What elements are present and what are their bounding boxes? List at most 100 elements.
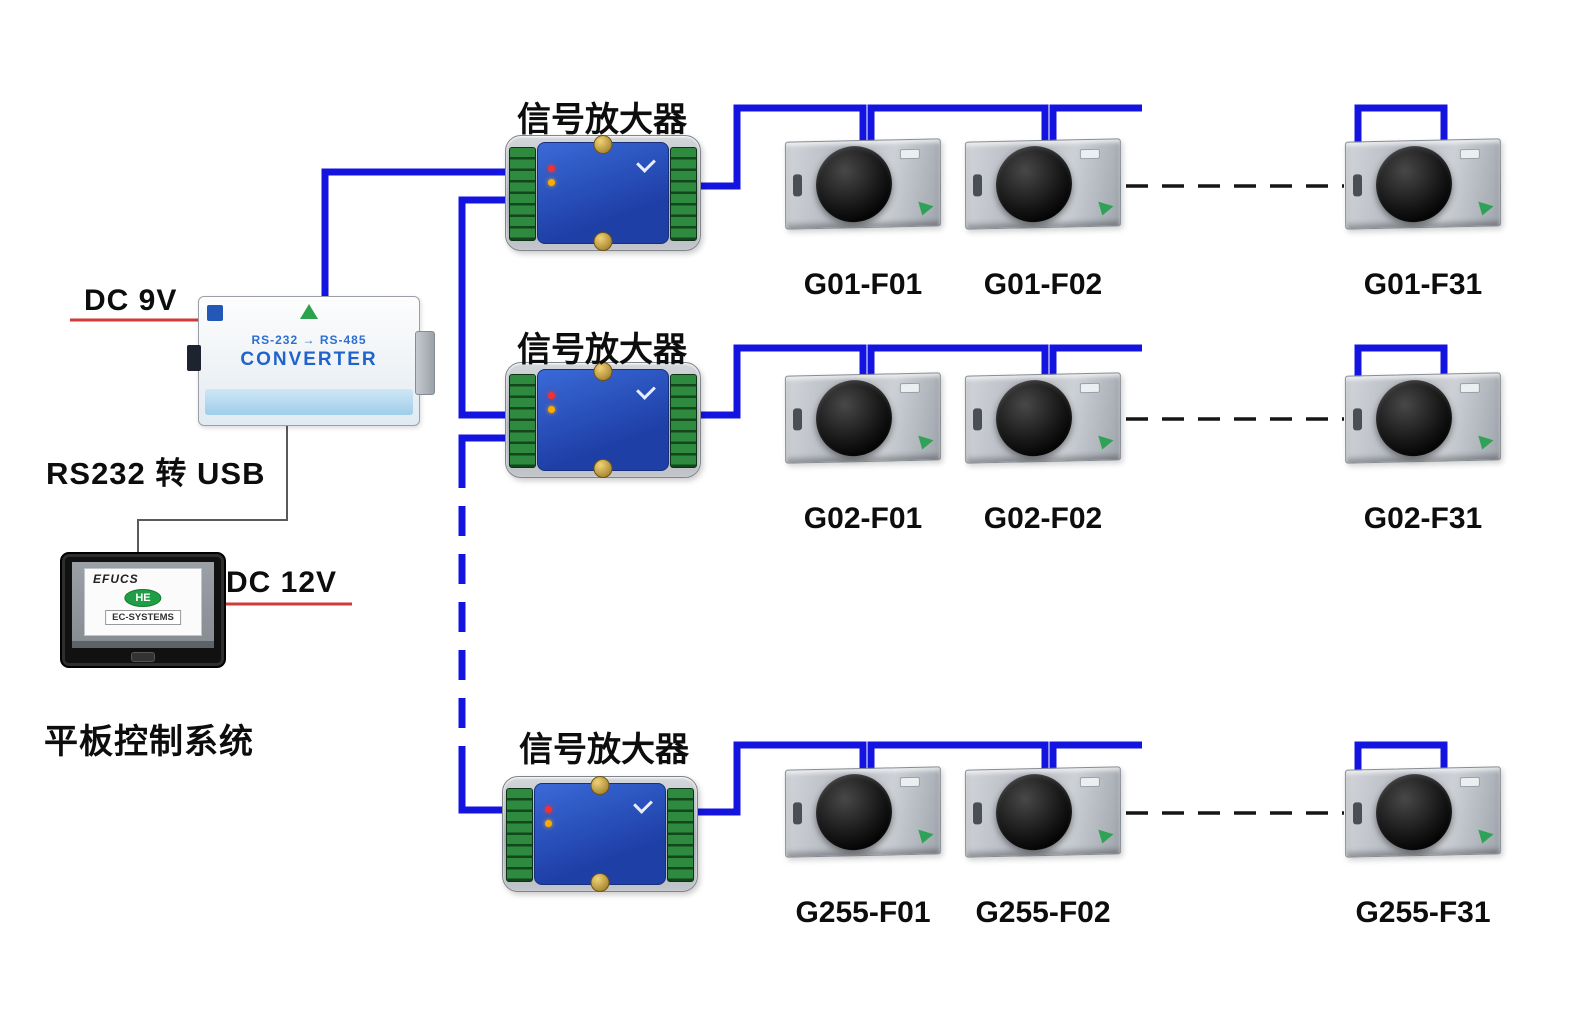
green-arrow-icon xyxy=(1094,435,1114,452)
port-chip-icon xyxy=(207,305,223,321)
device-label: G02-F02 xyxy=(983,502,1103,535)
logo-check-icon xyxy=(636,153,656,173)
device-label: G02-F01 xyxy=(803,502,923,535)
rs232-usb-label: RS232 转 USB xyxy=(46,456,266,491)
green-arrow-icon xyxy=(914,829,934,846)
terminal-block-right xyxy=(670,374,697,468)
wire-amp2-stub xyxy=(458,434,509,458)
side-slot-icon xyxy=(1352,802,1363,825)
tablet-home-button xyxy=(131,652,155,662)
tablet-screen: EFUCS HE EC-SYSTEMS xyxy=(72,562,214,648)
speaker-horn-icon xyxy=(815,773,893,851)
tablet-brand-text: EFUCS xyxy=(93,572,139,586)
top-slot-icon xyxy=(899,382,920,394)
green-arrow-icon xyxy=(1474,829,1494,846)
tablet-taskbar xyxy=(72,641,214,648)
top-slot-icon xyxy=(1459,148,1480,160)
device-label: G01-F01 xyxy=(803,268,923,301)
side-slot-icon xyxy=(792,174,803,197)
green-arrow-icon xyxy=(1094,829,1114,846)
top-slot-icon xyxy=(1079,148,1100,160)
green-arrow-icon xyxy=(914,435,934,452)
wire-converter-to-amp1 xyxy=(321,168,510,299)
rs232-usb-cable xyxy=(137,424,288,554)
dc9v-label: DC 9V xyxy=(84,284,178,317)
wire-row3-amp-to-dev1 xyxy=(697,741,867,816)
device-label: G02-F31 xyxy=(1363,502,1483,535)
sensor-device: G02-F31 xyxy=(1344,372,1502,536)
led-red-icon xyxy=(548,165,555,172)
device-plate xyxy=(1344,372,1502,464)
top-slot-icon xyxy=(899,776,920,788)
green-arrow-icon xyxy=(1474,435,1494,452)
control-tablet: EFUCS HE EC-SYSTEMS xyxy=(60,552,226,668)
wire-row3-dev31 xyxy=(1354,741,1448,782)
top-slot-icon xyxy=(1079,382,1100,394)
wire-row2-dev31 xyxy=(1354,344,1448,388)
speaker-horn-icon xyxy=(1375,379,1453,457)
green-arrow-icon xyxy=(1474,201,1494,218)
amplifier-body xyxy=(537,142,669,244)
speaker-horn-icon xyxy=(995,379,1073,457)
db9-connector-icon xyxy=(415,331,435,395)
terminal-block-left xyxy=(509,147,536,241)
amplifier-label: 信号放大器 xyxy=(517,101,687,139)
side-slot-icon xyxy=(792,802,803,825)
sensor-device: G02-F02 xyxy=(964,372,1122,536)
amplifier-body xyxy=(537,369,669,471)
speaker-horn-icon xyxy=(1375,145,1453,223)
sensor-device: G01-F02 xyxy=(964,138,1122,302)
sensor-device: G02-F01 xyxy=(784,372,942,536)
converter-model-text: RS-232 → RS-485 xyxy=(251,333,367,347)
device-label: G255-F02 xyxy=(975,896,1111,929)
speaker-horn-icon xyxy=(815,145,893,223)
tablet-company-text: EC-SYSTEMS xyxy=(105,610,181,625)
side-slot-icon xyxy=(972,802,983,825)
amplifier-body xyxy=(534,783,666,885)
logo-check-icon xyxy=(633,794,653,814)
he-logo: HE xyxy=(124,589,162,607)
top-slot-icon xyxy=(1459,382,1480,394)
tablet-system-label: 平板控制系统 xyxy=(44,723,254,761)
screw-icon xyxy=(593,459,613,478)
speaker-horn-icon xyxy=(1375,773,1453,851)
terminal-block-right xyxy=(670,147,697,241)
led-red-icon xyxy=(548,392,555,399)
device-plate xyxy=(964,372,1122,464)
dc12v-label: DC 12V xyxy=(226,566,338,599)
converter-title: CONVERTER xyxy=(240,349,378,370)
device-label: G255-F01 xyxy=(795,896,931,929)
led-amber-icon xyxy=(548,179,555,186)
top-slot-icon xyxy=(1459,776,1480,788)
side-slot-icon xyxy=(972,408,983,431)
sensor-device: G255-F31 xyxy=(1344,766,1502,930)
wire-amp1-to-amp2 xyxy=(458,196,509,419)
side-slot-icon xyxy=(792,408,803,431)
signal-amplifier-3 xyxy=(502,776,698,892)
signal-amplifier-2 xyxy=(505,362,701,478)
device-label: G01-F31 xyxy=(1363,268,1483,301)
terminal-block-left xyxy=(509,374,536,468)
device-plate xyxy=(1344,766,1502,858)
sensor-device: G01-F01 xyxy=(784,138,942,302)
device-plate xyxy=(1344,138,1502,230)
side-slot-icon xyxy=(972,174,983,197)
screw-icon xyxy=(593,232,613,251)
sensor-device: G255-F01 xyxy=(784,766,942,930)
led-amber-icon xyxy=(545,820,552,827)
device-label: G255-F31 xyxy=(1355,896,1491,929)
amplifier-label: 信号放大器 xyxy=(517,331,687,369)
tablet-app-panel: EFUCS HE EC-SYSTEMS xyxy=(84,568,202,636)
device-plate xyxy=(964,766,1122,858)
terminal-block-left xyxy=(506,788,533,882)
device-plate xyxy=(784,372,942,464)
speaker-horn-icon xyxy=(995,145,1073,223)
device-plate xyxy=(784,766,942,858)
side-slot-icon xyxy=(1352,408,1363,431)
converter-bottom-band xyxy=(205,389,413,415)
wire-row1-amp-to-dev1 xyxy=(697,104,867,190)
side-slot-icon xyxy=(1352,174,1363,197)
speaker-horn-icon xyxy=(995,773,1073,851)
rs232-rs485-converter: RS-232 → RS-485 CONVERTER xyxy=(187,296,435,426)
